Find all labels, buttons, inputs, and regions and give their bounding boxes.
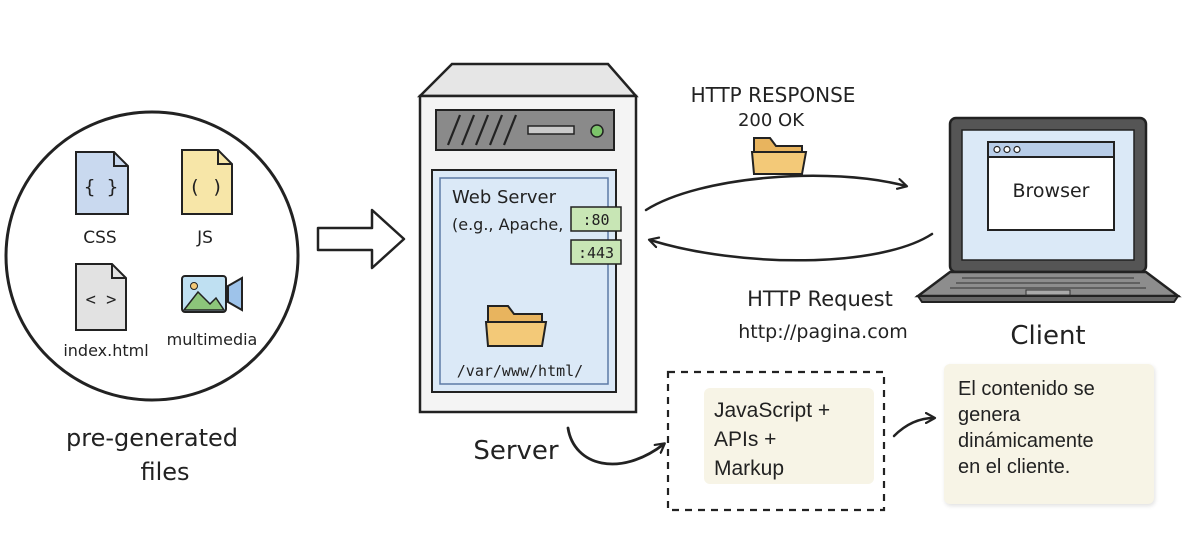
web-server-subtitle: (e.g., Apache, xyxy=(452,215,563,234)
window-dot-icon xyxy=(993,145,1001,154)
server-tower: Web Server (e.g., Apache, :80 :443 /var/… xyxy=(416,62,639,414)
js-file-icon: ( ) xyxy=(181,149,233,215)
port-443-badge xyxy=(570,239,622,265)
window-dot-icon xyxy=(1003,145,1011,154)
screen-inner-border xyxy=(439,177,609,385)
laptop-front-edge xyxy=(916,295,1180,303)
js-glyph: ( ) xyxy=(189,176,223,198)
files-caption-line2: files xyxy=(140,458,189,486)
window-dot-icon xyxy=(1013,145,1021,154)
files-group: { } CSS ( ) JS < > index.html multimedia… xyxy=(4,110,300,486)
keyboard-icon xyxy=(950,277,1146,289)
jamstack-dashed-box xyxy=(666,370,886,512)
http-response-line2: 200 OK xyxy=(738,110,805,131)
jamstack-line: Markup xyxy=(714,457,785,480)
response-folder-icon xyxy=(750,137,808,175)
port-80-label: :80 xyxy=(582,211,609,229)
client-label: Client xyxy=(1010,321,1085,351)
client-note-line: en el cliente. xyxy=(958,456,1071,478)
files-caption-line1: pre-generated xyxy=(66,424,238,452)
deploy-arrow xyxy=(316,208,406,270)
port-80-badge xyxy=(570,206,622,232)
drive-bay xyxy=(527,125,575,135)
jamstack-note: JavaScript + APIs + Markup xyxy=(704,388,874,484)
server-to-jamstack-arrow xyxy=(566,426,664,466)
server-top xyxy=(416,62,639,98)
multimedia-label: multimedia xyxy=(167,330,258,349)
jamstack-to-client-arrow xyxy=(892,418,934,438)
css-file-icon: { } xyxy=(75,151,129,215)
web-root-path: /var/www/html/ xyxy=(457,362,583,380)
client-rendering-note: El contenido se genera dinámicamente en … xyxy=(944,364,1154,504)
trackpad xyxy=(1025,289,1071,296)
folder-icon xyxy=(484,305,548,347)
response-arrow xyxy=(644,174,906,212)
client-note-line: El contenido se xyxy=(958,378,1095,400)
power-led-icon xyxy=(590,124,604,138)
files-circle xyxy=(4,110,300,402)
jamstack-line: JavaScript + xyxy=(714,399,831,422)
client-note-line: dinámicamente xyxy=(958,430,1094,452)
html-glyph: < > xyxy=(86,290,117,310)
server-panel xyxy=(435,109,615,151)
browser-titlebar xyxy=(987,141,1115,158)
html-file-icon: < > xyxy=(75,263,127,331)
js-label: JS xyxy=(196,228,213,248)
multimedia-icon xyxy=(181,275,243,313)
css-glyph: { } xyxy=(84,176,118,198)
css-label: CSS xyxy=(83,228,116,248)
vent-slots xyxy=(446,114,518,146)
index-html-label: index.html xyxy=(63,341,148,360)
laptop-icon: Browser xyxy=(914,116,1182,303)
port-443-label: :443 xyxy=(578,244,614,262)
client-note-line: genera xyxy=(958,404,1021,426)
jamstack-line: APIs + xyxy=(714,428,777,451)
web-server-title: Web Server xyxy=(452,187,557,208)
http-request-line2: http://pagina.com xyxy=(738,321,908,343)
http-request-line1: HTTP Request xyxy=(747,287,893,311)
server-label: Server xyxy=(473,436,559,466)
http-response-line1: HTTP RESPONSE xyxy=(691,83,856,107)
request-arrow xyxy=(650,232,934,262)
browser-label: Browser xyxy=(1013,180,1090,202)
